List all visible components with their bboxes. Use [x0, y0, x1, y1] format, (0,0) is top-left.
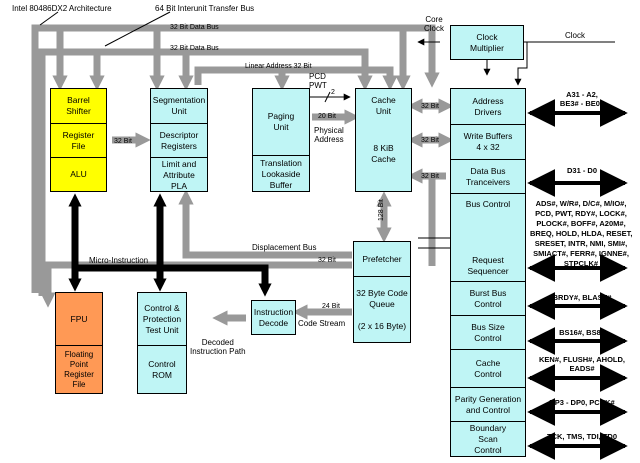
core-clock-label: Core Clock	[424, 15, 445, 33]
clock-to-addr	[514, 42, 528, 86]
data-bus-transceivers: Data Bus Tranceivers	[451, 159, 525, 193]
alu: ALU	[51, 157, 106, 191]
data-bus-1	[31, 24, 440, 293]
instruction-decode: Instruction Decode	[253, 306, 294, 328]
signal-address: A31 - A2, BE3# - BE0#	[559, 90, 605, 108]
tlb: Translation Lookaside Buffer	[253, 155, 309, 192]
clock-multiplier-block: Clock Multiplier	[450, 25, 524, 60]
bus-size-control: Bus Size Control	[451, 315, 525, 349]
cache-wb-width: 32 Bit	[421, 137, 439, 144]
address-drivers: Address Drivers	[472, 95, 504, 117]
prefetch-32-width: 32 Bit	[318, 257, 336, 264]
signal-boundary: TCK, TMS, TDI, TD0	[547, 432, 617, 441]
burst-bus-control: Burst Bus Control	[451, 281, 525, 315]
code-queue-size: (2 x 16 Byte)	[357, 320, 407, 331]
cache-unit: Cache Unit	[371, 95, 396, 116]
control-protection-test-unit: Control & Protection Test Unit	[142, 302, 182, 335]
physical-address-label: Physical Address	[314, 126, 344, 144]
pcd-pwt-width: 2	[331, 89, 335, 96]
code-stream-label: Code Stream	[298, 319, 346, 328]
fpu-block: FPU Floating Point Register File	[55, 292, 103, 394]
segmentation-block: Segmentation Unit Descriptor Registers L…	[150, 88, 208, 192]
paging-block: Paging Unit Translation Lookaside Buffer	[252, 88, 310, 192]
displacement-bus-label: Displacement Bus	[252, 243, 317, 252]
data-bus-2-label: 32 Bit Data Bus	[170, 45, 219, 52]
barrel-shifter: Barrel Shifter	[66, 95, 91, 116]
write-buffers: Write Buffers 4 x 32	[451, 124, 525, 159]
boundary-scan-control: Boundary Scan Control	[451, 421, 525, 456]
queue-decode-width: 24 Bit	[322, 303, 340, 310]
cache-control: Cache Control	[451, 349, 525, 387]
linear-address-label: Linear Address 32 Bit	[245, 63, 312, 70]
clock-multiplier: Clock Multiplier	[469, 31, 504, 53]
cache-size: 8 KiB Cache	[371, 143, 396, 164]
prefetcher-block: Prefetcher 32 Byte Code Queue (2 x 16 By…	[353, 241, 411, 343]
micro-instruction-label: Micro-Instruction	[89, 256, 149, 265]
decoded-path-label: Decoded Instruction Path	[190, 338, 246, 356]
descriptor-registers: Descriptor Registers	[151, 123, 207, 157]
signal-parity: DP3 - DP0, PCHK#	[549, 398, 615, 407]
signal-burst: BRDY#, BLAST#	[552, 293, 612, 302]
code-queue: 32 Byte Code Queue	[354, 276, 410, 310]
instruction-decode-block: Instruction Decode	[251, 300, 296, 335]
bus-interface-block: Address Drivers Write Buffers 4 x 32 Dat…	[450, 88, 526, 457]
micro-instruction-bus	[75, 264, 272, 297]
request-sequencer: Request Sequencer	[467, 255, 509, 276]
displacement-bus	[178, 189, 352, 259]
data-bus-1-label: 32 Bit Data Bus	[170, 24, 219, 31]
signal-bus-control: ADS#, W/R#, D/C#, M/IO#, PCD, PWT, RDY#,…	[530, 199, 633, 268]
signal-cache: KEN#, FLUSH#, AHOLD, EADS#	[539, 355, 625, 373]
parity-control: Parity Generation and Control	[451, 387, 525, 421]
paging-unit: Paging Unit	[267, 111, 295, 132]
cache-prefetch-width: 128 Bit	[378, 199, 385, 221]
pcd-pwt-label: PCD PWT	[309, 72, 327, 90]
linear-address-bus	[194, 66, 398, 91]
cache-addr-width: 32 Bit	[421, 103, 439, 110]
physical-bits-label: 20 Bit	[318, 113, 336, 120]
clock-label: Clock	[565, 31, 586, 40]
limit-attribute-pla: Limit and Attribute PLA	[151, 157, 207, 192]
cache-block: Cache Unit 8 KiB Cache	[355, 88, 412, 192]
integer-unit-block: Barrel Shifter Register File ALU	[50, 88, 107, 192]
signal-bus-size: BS16#, BS8#	[559, 328, 605, 337]
prefetcher: Prefetcher	[362, 253, 402, 264]
fp-register-file: Floating Point Register File	[56, 345, 102, 393]
interunit-pointer	[104, 11, 171, 47]
register-file: Register File	[51, 123, 106, 157]
diagram-title: Intel 80486DX2 Architecture	[12, 4, 112, 13]
reg-desc-width: 32 Bit	[114, 138, 132, 145]
control-rom: Control ROM	[138, 345, 186, 393]
bus-control: Bus Control	[451, 193, 525, 215]
interunit-bus-label: 64 Bit Interunit Transfer Bus	[155, 4, 255, 13]
cache-databus-link	[428, 172, 442, 266]
cache-databus-width: 32 Bit	[421, 173, 439, 180]
control-block: Control & Protection Test Unit Control R…	[137, 292, 187, 394]
signal-data: D31 - D0	[566, 166, 597, 175]
segmentation-unit: Segmentation Unit	[152, 95, 206, 116]
fpu: FPU	[70, 313, 88, 324]
